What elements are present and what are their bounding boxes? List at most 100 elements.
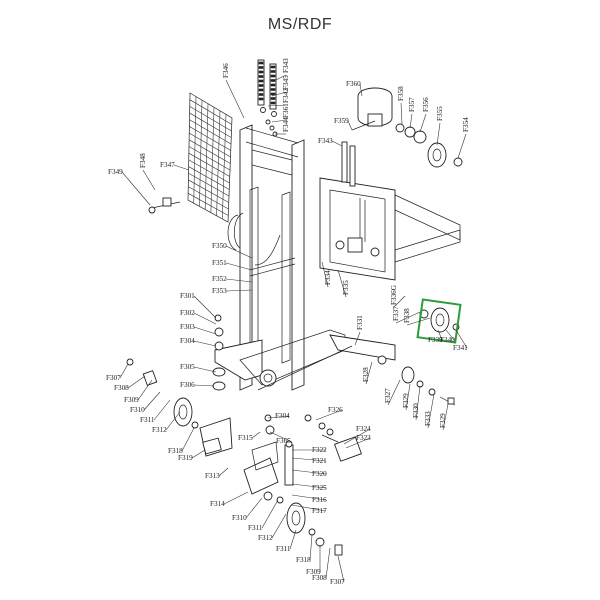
leader-line [193,384,215,387]
part-label-f334: F334 [324,270,332,285]
leader-line [291,483,327,489]
part-label-f304a: F304 [180,337,195,345]
leader-line [193,366,217,373]
part-label-f310b: F310 [232,514,247,522]
leader-line [345,437,371,449]
leader-line [251,431,261,439]
leader-line [321,261,329,288]
part-label-f354: F354 [462,117,470,132]
leader-line [331,140,343,147]
leader-line [315,409,343,421]
leader-line [267,104,287,107]
part-label-f333: F333 [424,411,432,426]
leader-line [455,329,468,349]
leader-line [442,403,449,431]
part-label-f329a: F329 [402,393,410,408]
leader-line [415,385,421,421]
leader-line [359,83,363,97]
leader-line [191,449,206,459]
leader-line [218,467,229,477]
leader-line [343,428,371,445]
part-label-f336g: F336G [390,285,398,305]
part-label-f360: F360 [346,80,361,88]
leader-line [271,513,287,539]
part-label-f323: F323 [356,434,371,442]
leader-line [291,494,327,501]
leader-line [337,555,345,583]
part-label-f318b: F318 [296,556,311,564]
part-label-f338: F338 [403,308,411,323]
part-label-f356: F356 [422,97,430,112]
part-label-f341: F341 [453,344,468,352]
part-label-f308a: F308 [114,384,129,392]
part-label-f311b: F311 [248,524,263,532]
hydraulic-cylinder [351,87,463,168]
leader-line [405,383,411,411]
part-label-f307a: F307 [106,374,121,382]
leader-line [119,363,129,379]
part-label-f327: F327 [384,388,392,403]
fork-chains [341,141,356,187]
leader-line [271,91,287,97]
part-label-f313: F313 [205,472,220,480]
part-label-f359: F359 [334,117,349,125]
part-label-f301: F301 [180,292,195,300]
part-label-f358: F358 [397,86,405,101]
part-label-f352: F352 [212,275,227,283]
part-label-f315: F315 [238,434,253,442]
part-label-f330: F330 [412,403,420,418]
mast [227,124,305,391]
leader-line [225,79,245,119]
highlight-box [416,298,462,344]
leader-line [409,113,413,129]
part-label-f317: F317 [312,507,327,515]
part-label-f310a: F310 [130,406,145,414]
leader-line [393,295,406,308]
leader-line [309,534,313,561]
leader-line [289,529,297,550]
right-caster [243,414,343,556]
base [214,329,396,391]
part-label-f343b: F343 [318,137,333,145]
leader-line [395,311,421,324]
part-label-f348: F348 [139,153,147,168]
part-label-f335: F335 [342,280,350,295]
leader-line [291,457,327,462]
part-label-f351: F351 [212,259,227,267]
mesh-bolt [148,197,181,214]
leader-line [193,340,217,347]
leader-line [193,326,217,335]
part-label-f309b: F309 [306,568,321,576]
part-label-f340: F340 [440,336,455,344]
leader-line [419,113,427,133]
part-label-f302: F302 [180,309,195,317]
part-label-f350: F350 [212,242,227,250]
part-label-f342: F342 [282,88,290,103]
part-label-f343a: F343 [282,58,290,73]
part-label-f316: F316 [312,496,327,504]
leader-line [427,393,435,429]
leader-line [387,379,401,406]
leader-line [193,295,217,319]
fork-carriage [319,177,461,281]
leader-line [275,74,287,81]
part-label-f319: F319 [178,454,193,462]
leader-line [127,375,146,389]
leader-line [153,399,171,421]
safety-mesh [187,92,233,223]
part-label-f337: F337 [392,306,400,321]
part-label-f307b: F307 [330,578,345,586]
part-label-f357: F357 [408,97,416,112]
part-label-f328: F328 [362,367,370,382]
part-label-f321: F321 [312,457,327,465]
part-label-f311a: F311 [140,416,155,424]
part-label-f349: F349 [108,168,123,176]
leader-line [245,497,263,519]
part-label-f344: F344 [282,117,290,132]
leader-line [291,469,327,475]
part-label-f304b: F304 [275,412,290,420]
leader-line [337,269,347,298]
leader-line [406,317,431,326]
highlighted-wheel[interactable] [416,298,462,344]
